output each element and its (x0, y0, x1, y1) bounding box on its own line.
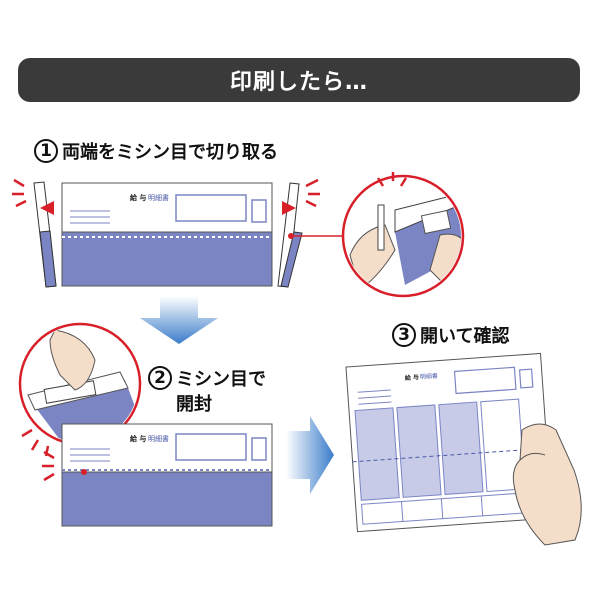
step-1-number: 1 (34, 139, 58, 163)
step3-doc-title: 給 与 (405, 373, 420, 382)
header-title: 印刷したら… (229, 70, 368, 95)
step1-doc-title: 給 与 (130, 193, 146, 202)
step-3-number: 3 (392, 323, 416, 347)
step-2-document: 給 与 明細書 (42, 423, 273, 527)
step-2-text-line1: ミシン目で (176, 369, 266, 390)
step-1-zoom-circle (341, 172, 465, 298)
hand-icon (512, 423, 582, 546)
step-1-label: 1 両端をミシン目で切り取る (34, 138, 278, 164)
header-banner: 印刷したら… (18, 58, 580, 102)
step-2-label-line2: 開封 (176, 390, 212, 416)
step-3-document: 給 与 明細書 (345, 352, 553, 533)
step-3-text: 開いて確認 (420, 326, 510, 347)
step-1-text: 両端をミシン目で切り取る (62, 142, 278, 163)
down-arrow (140, 296, 218, 344)
step-2-text-line2: 開封 (176, 394, 212, 415)
step-1-document: 給 与 明細書 (12, 178, 345, 288)
step-3-label: 3 開いて確認 (392, 322, 509, 348)
step-2-number: 2 (148, 366, 172, 390)
step3-doc-subtitle: 明細書 (420, 372, 439, 381)
step1-doc-subtitle: 明細書 (148, 193, 169, 202)
right-arrow (286, 416, 334, 494)
step2-doc-subtitle: 明細書 (148, 434, 169, 443)
step2-doc-title: 給 与 (130, 434, 146, 443)
step-2-label: 2 ミシン目で (148, 365, 266, 391)
